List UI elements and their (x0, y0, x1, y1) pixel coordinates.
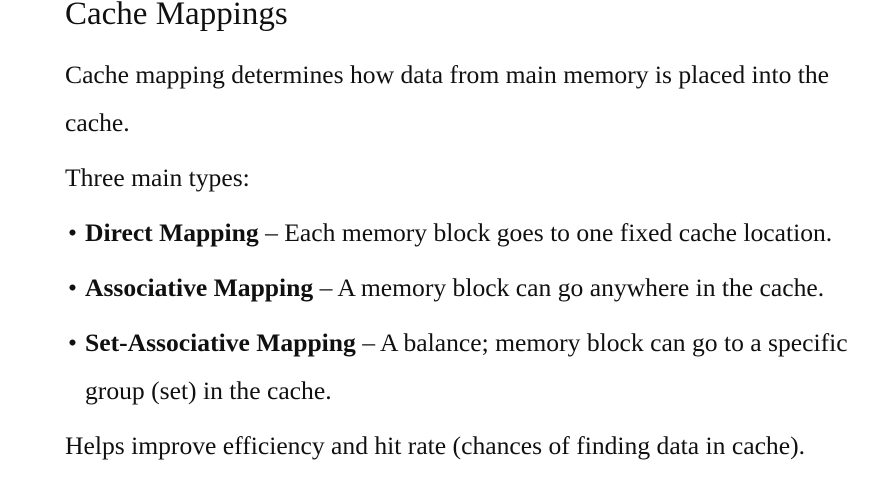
bullet-icon: • (68, 328, 77, 357)
intro-paragraph: Cache mapping determines how data from m… (65, 51, 880, 147)
bullet-term: Direct Mapping (84, 218, 259, 247)
intro-line-1: Cache mapping determines how data from m… (65, 60, 830, 89)
types-heading: Three main types: (65, 163, 250, 192)
bullet-icon: • (68, 273, 77, 302)
closing-paragraph: Helps improve efficiency and hit rate (c… (65, 431, 806, 460)
bullet-description: – Each memory block goes to one fixed ca… (258, 218, 833, 247)
bullet-description: – A memory block can go anywhere in the … (313, 273, 825, 302)
page-title: Cache Mappings (65, 0, 288, 32)
bullet-description-line-2: group (set) in the cache. (85, 376, 332, 405)
bullet-icon: • (68, 218, 77, 247)
bullet-associative-mapping: •Associative Mapping – A memory block ca… (68, 264, 880, 312)
bullet-direct-mapping: •Direct Mapping – Each memory block goes… (68, 209, 880, 257)
bullet-term: Associative Mapping (84, 273, 314, 302)
bullet-term: Set-Associative Mapping (84, 328, 356, 357)
intro-line-2: cache. (65, 108, 130, 137)
bullet-set-associative-mapping: •Set-Associative Mapping – A balance; me… (68, 319, 880, 415)
bullet-description: – A balance; memory block can go to a sp… (355, 328, 848, 357)
